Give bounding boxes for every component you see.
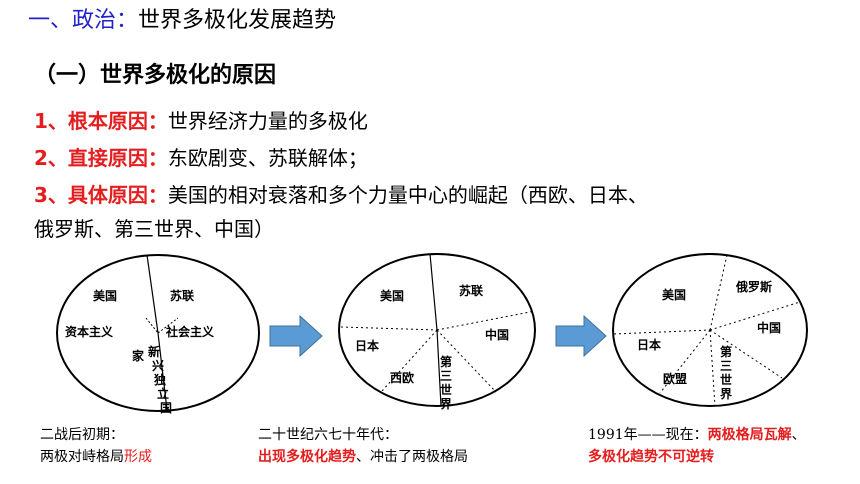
reason-3: 3、具体原因：美国的相对衰落和多个力量中心的崛起（西欧、日本、 bbox=[34, 180, 648, 210]
d2-label-v0: 第 bbox=[440, 354, 452, 369]
diagram-1-dash-left bbox=[145, 317, 159, 334]
caption-2-line-2: 出现多极化趋势、冲击了两极格局 bbox=[258, 446, 468, 468]
d1-label-usa: 美国 bbox=[93, 288, 117, 303]
d3-label-v1: 三 bbox=[720, 359, 732, 373]
d1-label-v4: 立 bbox=[157, 386, 169, 401]
diagram-2-dash-left bbox=[340, 326, 438, 331]
d1-label-capitalism: 资本主义 bbox=[65, 324, 114, 339]
d2-label-v1: 三 bbox=[440, 369, 452, 383]
diagram-3-dash-left bbox=[613, 329, 711, 335]
d3-label-v0: 第 bbox=[720, 344, 732, 359]
d2-label-ussr: 苏联 bbox=[459, 283, 483, 298]
arrow-1-icon bbox=[269, 314, 323, 358]
caption-3-red: 两极格局瓦解 bbox=[707, 427, 792, 443]
diagram-3-dash-right bbox=[709, 301, 801, 331]
diagram-2: 美国 苏联 日本 中国 西欧 第 三 世 界 bbox=[338, 253, 536, 411]
d3-label-japan: 日本 bbox=[637, 337, 661, 352]
caption-1-plain: 两极对峙格局 bbox=[40, 449, 124, 465]
diagram-3-dash-lower-left bbox=[659, 329, 711, 394]
page-heading: 一、政治：世界多极化发展趋势 bbox=[28, 6, 336, 36]
caption-2: 二十世纪六七十年代： 出现多极化趋势、冲击了两极格局 bbox=[258, 424, 468, 468]
diagram-2-dash-lower-right bbox=[436, 329, 497, 393]
d3-label-v3: 界 bbox=[720, 386, 732, 401]
d1-label-v1: 新 bbox=[148, 344, 160, 359]
caption-1-red: 形成 bbox=[124, 449, 152, 465]
reason-3-text: 美国的相对衰落和多个力量中心的崛起（西欧、日本、 bbox=[167, 183, 648, 207]
d2-label-v2: 世 bbox=[440, 382, 452, 397]
reason-2-label: 2、直接原因： bbox=[34, 146, 168, 170]
caption-3-line-1: 1991年——现在：两极格局瓦解、 bbox=[588, 424, 806, 446]
reason-2-text: 东欧剧变、苏联解体； bbox=[167, 146, 368, 170]
diagram-2-divider-top bbox=[429, 253, 438, 331]
d3-label-eu: 欧盟 bbox=[663, 371, 687, 386]
d1-label-v2: 兴 bbox=[152, 358, 164, 373]
diagram-1-divider-bottom bbox=[157, 332, 168, 411]
heading-text: 世界多极化发展趋势 bbox=[138, 8, 337, 33]
reason-2: 2、直接原因：东欧剧变、苏联解体； bbox=[34, 143, 368, 173]
caption-3-end: 、 bbox=[791, 427, 806, 443]
caption-2-red: 出现多极化趋势 bbox=[258, 449, 356, 465]
diagram-2-divider-bottom bbox=[436, 329, 442, 407]
caption-3-plain: 1991年——现在： bbox=[588, 427, 708, 443]
reason-1-text: 世界经济力量的多极化 bbox=[167, 109, 368, 133]
diagram-1: 美国 苏联 资本主义 社会主义 家 新 兴 独 立 国 bbox=[56, 254, 260, 415]
heading-number: 一、政治： bbox=[28, 8, 139, 33]
d1-label-v5: 国 bbox=[160, 401, 172, 415]
d3-label-china: 中国 bbox=[757, 320, 781, 335]
d2-label-western-europe: 西欧 bbox=[390, 370, 414, 385]
d3-label-russia: 俄罗斯 bbox=[735, 279, 772, 294]
reason-3-continuation: 俄罗斯、第三世界、中国） bbox=[34, 217, 274, 241]
d2-label-usa: 美国 bbox=[380, 288, 404, 303]
reason-3-label: 3、具体原因： bbox=[34, 183, 168, 207]
diagram-2-dash-right bbox=[436, 310, 536, 331]
d1-label-socialism: 社会主义 bbox=[165, 324, 215, 339]
caption-2-plain: 、冲击了两极格局 bbox=[356, 449, 468, 465]
d1-label-ussr: 苏联 bbox=[170, 288, 194, 303]
reason-1-label: 1、根本原因： bbox=[34, 109, 168, 133]
d2-label-china: 中国 bbox=[485, 327, 509, 342]
caption-1: 二战后初期： 两极对峙格局形成 bbox=[40, 424, 152, 468]
d1-label-v0: 家 bbox=[132, 348, 145, 363]
diagram-1-divider-top bbox=[146, 254, 159, 334]
caption-3-line-2: 多极化趋势不可逆转 bbox=[588, 449, 714, 465]
d1-label-v3: 独 bbox=[153, 372, 166, 387]
diagram-3: 美国 俄罗斯 日本 中国 欧盟 第 三 世 界 bbox=[612, 253, 808, 407]
caption-1-line-1: 二战后初期： bbox=[40, 427, 124, 443]
section-subheading: （一）世界多极化的原因 bbox=[34, 63, 277, 88]
caption-3: 1991年——现在：两极格局瓦解、 多极化趋势不可逆转 bbox=[588, 424, 806, 468]
d3-label-usa: 美国 bbox=[662, 287, 686, 302]
caption-1-line-2: 两极对峙格局形成 bbox=[40, 446, 152, 468]
d3-label-v2: 世 bbox=[720, 372, 732, 387]
d2-label-japan: 日本 bbox=[355, 338, 379, 353]
diagram-1-dash-right bbox=[157, 317, 179, 334]
diagram-2-dash-lower-left bbox=[381, 329, 438, 392]
d2-label-v3: 界 bbox=[440, 396, 452, 411]
caption-2-line-1: 二十世纪六七十年代： bbox=[258, 427, 398, 443]
reason-1: 1、根本原因：世界经济力量的多极化 bbox=[34, 106, 368, 136]
arrow-2-icon bbox=[555, 314, 607, 358]
